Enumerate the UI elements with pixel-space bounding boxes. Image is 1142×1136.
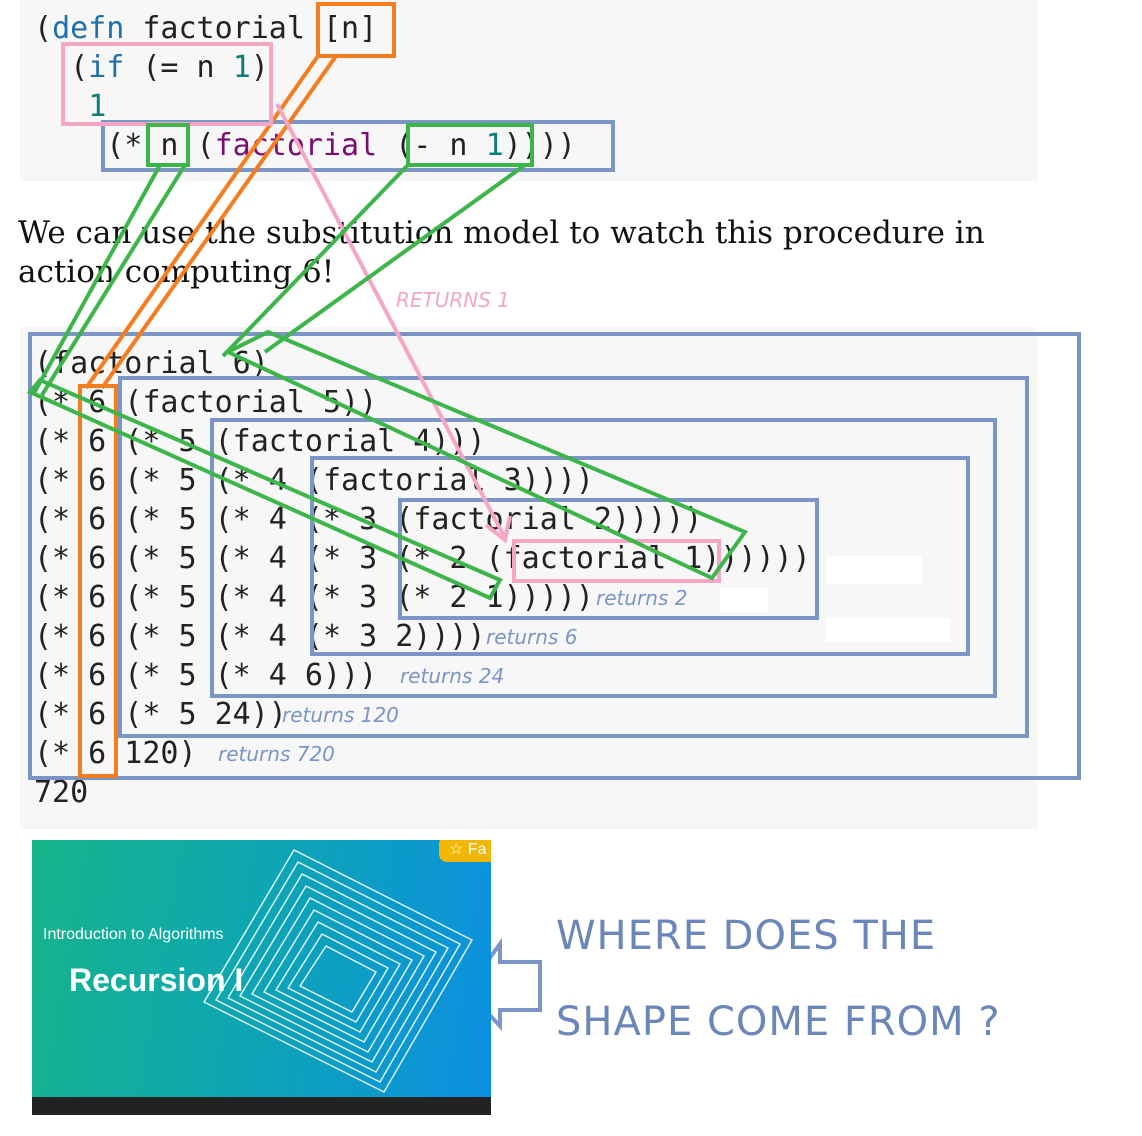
green-box-n <box>146 123 190 167</box>
function-name: factorial <box>124 11 323 46</box>
orange-connector <box>84 54 338 390</box>
code-fragment: (- n <box>377 128 486 163</box>
recursive-case-line: (* n (factorial (- n 1)))) <box>34 126 576 165</box>
defn-keyword: defn <box>52 11 125 46</box>
orange-n-trace <box>78 2 396 778</box>
if-keyword: if <box>88 50 125 85</box>
thumbnail-bottom-bar <box>32 1097 491 1115</box>
paren: ( <box>70 50 89 85</box>
defn-line: (defn factorial [n] <box>34 9 377 48</box>
green-band <box>223 329 749 581</box>
green-band <box>26 377 503 601</box>
favorite-badge[interactable]: ☆ Fa <box>439 840 491 862</box>
annotation-returns-720: returns 720 <box>218 742 335 766</box>
annotation-returns-6: returns 6 <box>486 625 578 649</box>
blue-box-level-5 <box>118 376 1029 738</box>
orange-box-param <box>316 2 396 58</box>
question-line-1: WHERE DOES THE <box>556 913 937 959</box>
code-fragment: )))) <box>503 128 576 163</box>
param-vector: [n] <box>323 11 378 46</box>
prose-paragraph: We can use the substitution model to wat… <box>18 215 985 290</box>
green-box-minus <box>406 123 534 167</box>
number: 1 <box>232 50 251 85</box>
trace-line: (* 6 (factorial 5)) <box>34 385 378 420</box>
code-fragment: (* n ( <box>106 128 215 163</box>
function-name: factorial <box>214 128 378 163</box>
base-case-line: 1 <box>34 87 106 126</box>
thumbnail-title: Recursion I <box>69 962 244 998</box>
blue-box-top-code <box>101 120 615 172</box>
green-argument-trace <box>26 123 749 601</box>
number: 1 <box>88 89 107 124</box>
trace-line: (* 6 (* 5 (* 4 (factorial 3)))) <box>34 463 594 498</box>
pink-box-factorial-1 <box>512 539 721 583</box>
trace-line: (* 6 (* 5 (* 4 (* 3 2)))) <box>34 619 486 654</box>
nested-squares-graphic <box>203 849 473 1093</box>
trace-line: (* 6 (* 5 (* 4 (* 3 (* 2 1))))) <box>34 580 594 615</box>
condition: (= n <box>124 50 233 85</box>
annotation-returns-120: returns 120 <box>282 703 399 727</box>
paren: ) <box>250 50 269 85</box>
trace-line: (* 6 (* 5 (* 4 6))) <box>34 658 378 693</box>
green-connectors <box>31 163 527 397</box>
pink-arrowhead <box>484 515 512 544</box>
if-line: (if (= n 1) <box>34 48 269 87</box>
question-line-2: SHAPE COME FROM ? <box>556 999 1001 1045</box>
trace-result-line: 720 <box>34 775 89 810</box>
white-patch <box>720 588 768 612</box>
white-patch <box>826 618 950 642</box>
trace-line: (* 6 (* 5 (* 4 (* 3 (* 2 (factorial 1)))… <box>34 541 811 576</box>
blue-box-level-4 <box>210 418 997 698</box>
blue-box-level-3 <box>310 456 970 656</box>
annotation-returns-1: RETURNS 1 <box>396 288 511 312</box>
annotation-returns-2: returns 2 <box>596 586 688 610</box>
trace-line: (* 6 120) <box>34 736 197 771</box>
white-patch <box>826 556 922 584</box>
number: 1 <box>485 128 504 163</box>
orange-box-six-column <box>78 384 118 778</box>
pink-box-if <box>61 42 273 126</box>
paren: ( <box>34 11 53 46</box>
thumbnail-subtitle: Introduction to Algorithms <box>43 926 224 943</box>
blue-box-level-6 <box>28 332 1081 780</box>
trace-line: (* 6 (* 5 (factorial 4))) <box>34 424 486 459</box>
course-thumbnail[interactable]: ☆ Fa Introduction to Algorithms Recursio… <box>32 840 491 1097</box>
trace-line: (* 6 (* 5 24)) <box>34 697 287 732</box>
nested-boxes <box>28 120 1081 780</box>
annotation-returns-24: returns 24 <box>400 664 505 688</box>
